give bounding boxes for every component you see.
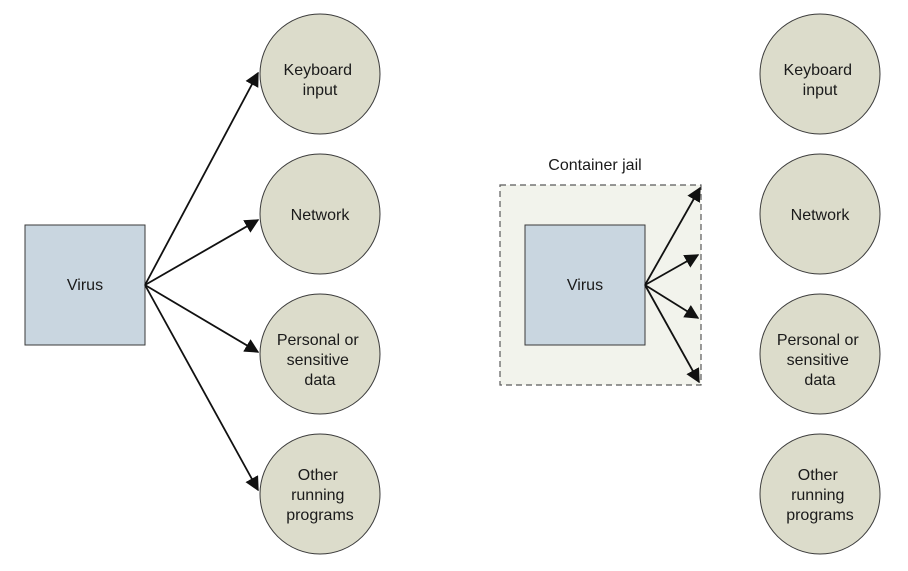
target-label-line: Other bbox=[798, 467, 839, 484]
container-jail-label: Container jail bbox=[548, 157, 641, 174]
target-network-right: Network bbox=[759, 153, 881, 275]
target-keyboard-input-right: Keyboard input bbox=[759, 13, 881, 135]
virus-box-right bbox=[524, 224, 646, 346]
virus-label-right: Virus bbox=[567, 277, 603, 294]
target-label-line: Network bbox=[791, 207, 851, 224]
target-network-left: Network bbox=[259, 153, 381, 275]
right-panel: Container jail Virus Keyboard input Netw… bbox=[499, 13, 881, 555]
target-label-line: Personal or bbox=[277, 332, 359, 349]
target-label-line: Keyboard bbox=[284, 62, 353, 79]
target-label-line: input bbox=[303, 82, 338, 99]
target-label-line: data bbox=[804, 372, 835, 389]
target-label: Network bbox=[291, 207, 351, 224]
target-label-line: Network bbox=[291, 207, 351, 224]
target-personal-data-right: Personal or sensitive data bbox=[759, 293, 881, 415]
blocked-arrow-1 bbox=[644, 186, 701, 286]
target-label: Network bbox=[791, 207, 851, 224]
target-personal-data-left: Personal or sensitive data bbox=[259, 293, 381, 415]
target-circle bbox=[259, 433, 381, 555]
target-label: Personal or sensitive data bbox=[777, 332, 863, 389]
arrow-to-keyboard bbox=[144, 71, 259, 286]
target-label-line: Other bbox=[298, 467, 339, 484]
target-other-programs-left: Other running programs bbox=[259, 433, 381, 555]
target-label: Other running programs bbox=[786, 467, 854, 524]
arrow-to-network bbox=[144, 219, 260, 286]
target-label: Keyboard input bbox=[784, 62, 857, 99]
target-label-line: Keyboard bbox=[784, 62, 853, 79]
blocked-arrow-3 bbox=[644, 284, 700, 319]
target-label-line: Personal or bbox=[777, 332, 859, 349]
target-circle bbox=[259, 13, 381, 135]
target-label-line: data bbox=[304, 372, 335, 389]
left-panel: Virus Keyboard input Network Personal or… bbox=[24, 13, 381, 555]
target-circle bbox=[759, 153, 881, 275]
target-label-line: input bbox=[803, 82, 838, 99]
target-circle bbox=[759, 433, 881, 555]
target-label-line: running bbox=[291, 487, 344, 504]
target-other-programs-right: Other running programs bbox=[759, 433, 881, 555]
target-circle bbox=[259, 293, 381, 415]
blocked-arrow-2 bbox=[644, 254, 700, 286]
target-keyboard-input-left: Keyboard input bbox=[259, 13, 381, 135]
target-label-line: programs bbox=[286, 507, 354, 524]
target-circle bbox=[759, 13, 881, 135]
target-circle bbox=[259, 153, 381, 275]
target-circle bbox=[759, 293, 881, 415]
target-label: Personal or sensitive data bbox=[277, 332, 363, 389]
target-label: Other running programs bbox=[286, 467, 354, 524]
blocked-arrow-4 bbox=[644, 284, 700, 384]
arrow-to-other-programs bbox=[144, 284, 259, 492]
target-label-line: programs bbox=[786, 507, 854, 524]
target-label-line: sensitive bbox=[287, 352, 349, 369]
virus-box-left bbox=[24, 224, 146, 346]
virus-label-left: Virus bbox=[67, 277, 103, 294]
arrow-to-personal-data bbox=[144, 284, 260, 353]
target-label-line: running bbox=[791, 487, 844, 504]
target-label-line: sensitive bbox=[787, 352, 849, 369]
target-label: Keyboard input bbox=[284, 62, 357, 99]
